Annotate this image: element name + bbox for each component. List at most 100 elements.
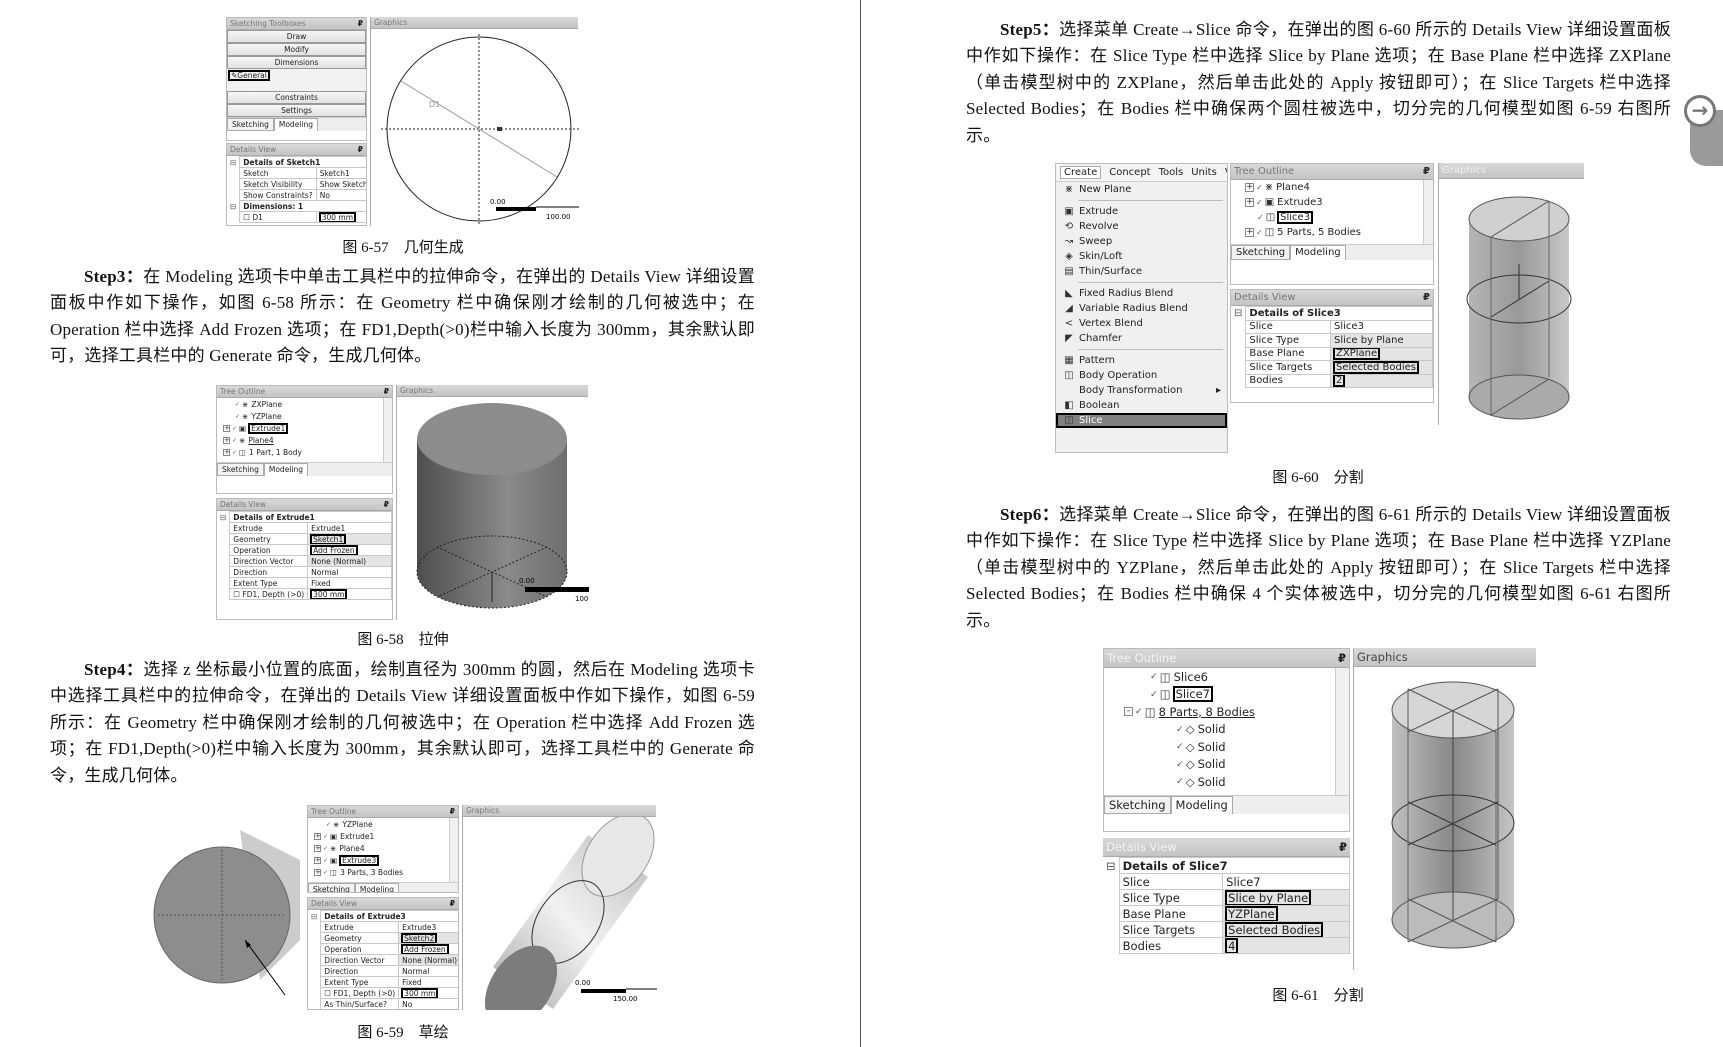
menu-item[interactable]: ◈Skin/Loft [1056, 249, 1227, 264]
property-value[interactable]: Slice by Plane [1222, 889, 1350, 906]
property-value[interactable]: Slice by Plane [1330, 333, 1433, 348]
expand-icon[interactable]: + [1245, 182, 1254, 192]
pin-icon[interactable]: ₽ [383, 387, 389, 396]
tab-modeling[interactable]: Modeling [1290, 245, 1346, 260]
pin-icon[interactable]: ₽ [357, 145, 363, 154]
property-value[interactable]: Sketch1 [307, 533, 392, 545]
tree-item[interactable]: -✓◫8 Parts, 8 Bodies [1104, 703, 1349, 721]
expand-icon[interactable]: + [1245, 197, 1254, 207]
arrow-right-circle-icon[interactable]: → [1684, 95, 1716, 127]
tree-item[interactable]: ✓⋇ZXPlane [217, 398, 392, 410]
pin-icon[interactable]: ₽ [357, 19, 363, 28]
tree-item[interactable]: +✓◫3 Parts, 3 Bodies [308, 866, 458, 878]
menu-create[interactable]: Create [1060, 166, 1102, 179]
menu-item[interactable]: ◤Chamfer [1056, 331, 1227, 346]
menu-units[interactable]: Units [1191, 167, 1217, 178]
pin-icon[interactable]: ₽ [449, 899, 455, 908]
tree-scrollbar[interactable] [383, 398, 392, 462]
tree-item[interactable]: ✓◇Solid [1104, 721, 1349, 739]
tree-item[interactable]: ✓◫Slice7 [1104, 686, 1349, 704]
property-value[interactable]: 300 mm [315, 211, 366, 223]
menu-vi[interactable]: Vi [1225, 167, 1227, 178]
menu-item[interactable]: ◢Variable Radius Blend [1056, 301, 1227, 316]
tree-item[interactable]: +✓▣Extrude3 [1231, 195, 1433, 210]
menu-tools[interactable]: Tools [1158, 167, 1184, 178]
property-value[interactable]: Slice7 [1222, 873, 1350, 890]
property-value[interactable]: Slice3 [1330, 319, 1433, 334]
menu-item[interactable]: ◫Slice [1056, 413, 1227, 428]
property-value[interactable]: None (Normal) [307, 555, 392, 567]
tab-sketching[interactable]: Sketching [1104, 795, 1171, 814]
expand-icon[interactable]: + [314, 855, 321, 864]
menu-item[interactable]: ▣Extrude [1056, 204, 1227, 219]
property-value[interactable]: 4 [1222, 937, 1350, 954]
checkbox[interactable]: ☐ [243, 212, 253, 222]
collapse-icon[interactable]: ⊟ [311, 911, 318, 921]
pin-icon[interactable]: ₽ [449, 807, 455, 816]
property-value[interactable]: 300 mm [307, 588, 392, 600]
tree-item[interactable]: ✓◇Solid [1104, 738, 1349, 756]
menu-item[interactable]: ◧Boolean [1056, 398, 1227, 413]
tree-item[interactable]: +✓▣Extrude1 [308, 830, 458, 842]
property-value[interactable]: None (Normal) [398, 954, 458, 966]
tree-item[interactable]: ✓◇Solid [1104, 773, 1349, 791]
toolbox-section-button[interactable]: Dimensions [227, 56, 366, 69]
tree-item[interactable]: ✓◫Slice6 [1104, 668, 1349, 686]
toolbox-section-button[interactable]: Draw [227, 30, 366, 43]
collapse-icon[interactable]: ⊟ [230, 157, 237, 167]
property-value[interactable]: Add Frozen [398, 943, 458, 955]
toolbox-section-button[interactable]: Modify [227, 43, 366, 56]
tree-item[interactable]: +✓⋇Plane4 [308, 842, 458, 854]
menu-item[interactable]: ▤Thin/Surface [1056, 264, 1227, 279]
menu-item[interactable]: ↝Sweep [1056, 234, 1227, 249]
collapse-icon[interactable]: ⊟ [220, 512, 227, 522]
menu-item[interactable]: <Vertex Blend [1056, 316, 1227, 331]
tab-modeling[interactable]: Modeling [263, 463, 308, 476]
expand-icon[interactable]: + [1245, 227, 1254, 237]
expand-icon[interactable]: + [223, 447, 230, 456]
menu-item[interactable]: ⋇New Plane [1056, 182, 1227, 197]
checkbox[interactable]: ☐ [233, 589, 243, 599]
menu-concept[interactable]: Concept [1109, 167, 1151, 178]
property-value[interactable]: Sketch2 [398, 932, 458, 944]
property-value[interactable]: Sketch1 [315, 167, 366, 179]
tree-scrollbar[interactable] [1335, 668, 1349, 795]
tab-modeling[interactable]: Modeling [273, 118, 318, 131]
pin-icon[interactable]: ₽ [383, 500, 389, 509]
collapse-icon[interactable]: ⊟ [1234, 307, 1243, 319]
tree-scrollbar[interactable] [1423, 180, 1433, 244]
pin-icon[interactable]: ₽ [1423, 166, 1430, 177]
property-value[interactable]: Selected Bodies [1330, 360, 1433, 375]
property-value[interactable]: YZPlane [1222, 905, 1350, 922]
tab-sketching[interactable]: Sketching [308, 883, 355, 892]
tree-item[interactable]: +✓◫1 Part, 1 Body [217, 446, 392, 458]
tab-modeling[interactable]: Modeling [354, 883, 399, 892]
property-value[interactable]: Show Sketch [315, 178, 366, 190]
property-value[interactable]: Normal [307, 566, 392, 578]
tab-modeling[interactable]: Modeling [1170, 795, 1233, 814]
menu-item[interactable]: ◫Body Operation [1056, 368, 1227, 383]
tree-item[interactable]: ✓◫Slice3 [1231, 210, 1433, 225]
toolbox-section-button[interactable]: Constraints [227, 91, 366, 104]
menu-item[interactable]: ⟲Revolve [1056, 219, 1227, 234]
menu-item[interactable]: ▦Pattern [1056, 353, 1227, 368]
toolbox-section-button[interactable]: Settings [227, 104, 366, 117]
expand-icon[interactable]: + [314, 867, 321, 876]
general-tool[interactable]: ✎General [228, 70, 270, 81]
property-value[interactable]: No [398, 998, 458, 1009]
property-value[interactable]: Extrude3 [398, 921, 458, 933]
property-value[interactable]: ZXPlane [1330, 346, 1433, 361]
pin-icon[interactable]: ₽ [1423, 292, 1430, 303]
tree-item[interactable]: ✓⋇YZPlane [217, 410, 392, 422]
property-value[interactable]: Fixed [398, 976, 458, 988]
property-value[interactable]: Add Frozen [307, 544, 392, 556]
expand-icon[interactable]: + [223, 435, 230, 444]
property-value[interactable]: 300 mm [398, 987, 458, 999]
menu-item[interactable]: Body Transformation▸ [1056, 383, 1227, 398]
collapse-icon[interactable]: ⊟ [1106, 858, 1116, 873]
menu-item[interactable]: ◣Fixed Radius Blend [1056, 286, 1227, 301]
expand-icon[interactable]: + [314, 831, 321, 840]
tree-item[interactable]: ✓⋇YZPlane [308, 818, 458, 830]
tree-item[interactable]: ✓◇Solid [1104, 756, 1349, 774]
tab-sketching[interactable]: Sketching [227, 118, 274, 131]
